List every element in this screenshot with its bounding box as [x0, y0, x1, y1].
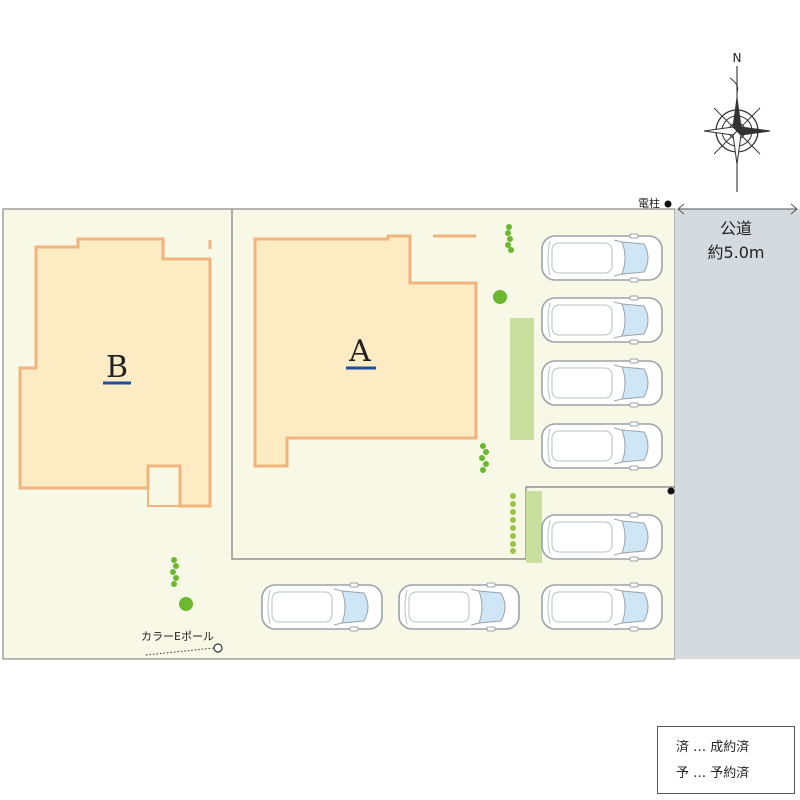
- building-b-porch: [147, 488, 180, 507]
- lot-a-label: A: [348, 334, 371, 369]
- shrub-row-left: [170, 557, 179, 587]
- planting-strip-lower: [526, 491, 542, 563]
- parked-car: [541, 233, 663, 283]
- building-a: [253, 234, 478, 468]
- legend-meaning: 成約済: [710, 740, 750, 755]
- shrub-row-middle: [479, 443, 489, 473]
- parked-car: [541, 582, 663, 632]
- planting-strip-upper: [510, 318, 534, 440]
- utility-pole-icon: [664, 200, 672, 208]
- parked-car: [541, 358, 663, 408]
- e-pole-leader: [145, 647, 215, 656]
- legend-separator: …: [693, 766, 707, 781]
- tree-icon: [493, 290, 507, 304]
- parked-car: [541, 512, 663, 562]
- lot-b-label: B: [106, 350, 128, 385]
- legend-row: 予 … 予約済: [676, 761, 794, 787]
- parked-car: [541, 295, 663, 345]
- shrub-row-top: [505, 224, 514, 253]
- road-width-label: 約5.0m: [707, 243, 764, 262]
- legend-meaning: 予約済: [710, 766, 750, 781]
- parked-car: [541, 421, 663, 471]
- shrub-row-lower: [510, 493, 516, 554]
- e-pole-label: カラーEポール: [141, 630, 214, 643]
- parked-car: [398, 582, 520, 632]
- legend: 済 … 成約済 予 … 予約済: [657, 726, 795, 794]
- compass-north-label: N: [733, 51, 742, 65]
- tree-icon: [179, 597, 193, 611]
- compass-icon: [703, 66, 771, 192]
- legend-mark: 済: [676, 740, 690, 755]
- legend-mark: 予: [676, 766, 690, 781]
- utility-pole-label: 電柱: [638, 196, 660, 210]
- legend-row: 済 … 成約済: [676, 735, 794, 761]
- road-label: 公道: [720, 219, 752, 238]
- parked-car: [261, 582, 383, 632]
- public-road: [675, 209, 800, 659]
- e-pole-icon: [213, 643, 223, 653]
- road-width-dimension: [677, 203, 798, 215]
- boundary-marker-icon: [667, 487, 675, 495]
- legend-separator: …: [693, 740, 707, 755]
